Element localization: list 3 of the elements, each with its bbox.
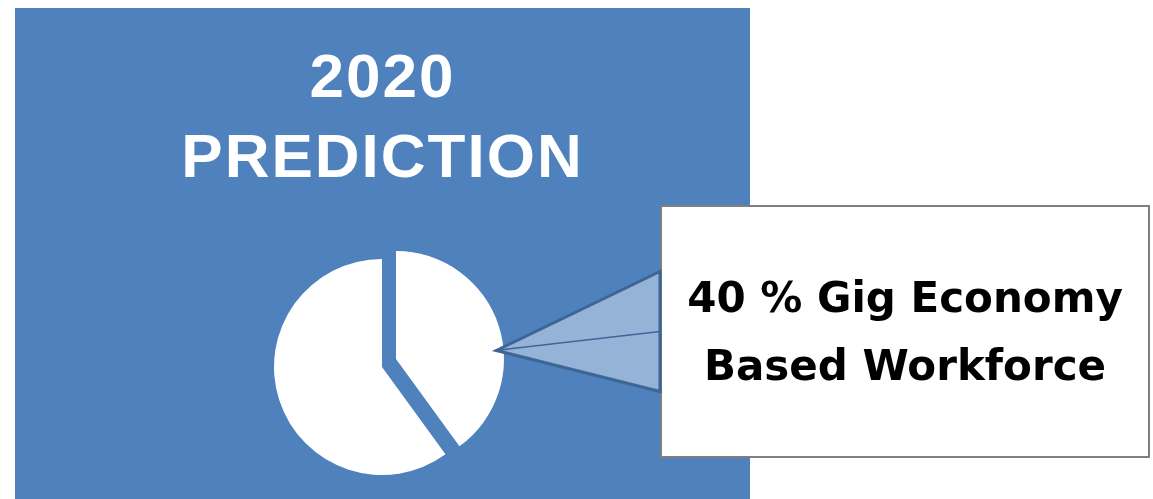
panel-title: 2020 PREDICTION: [180, 40, 585, 192]
callout-box: [660, 205, 1150, 458]
callout-text: 40 % Gig Economy Based Workforce: [686, 271, 1124, 392]
